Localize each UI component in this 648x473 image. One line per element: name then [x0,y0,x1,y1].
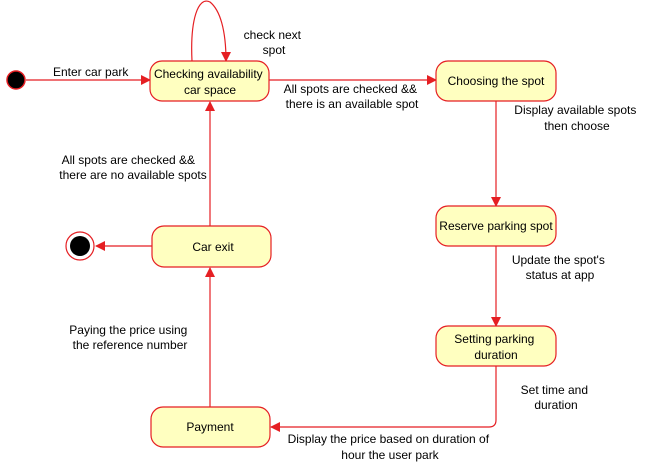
label-set-time: Set time and duration [521,383,592,412]
edge-self-loop [191,0,231,62]
label-no-spots-line-2: there are no available spots [59,168,206,182]
label-display-price-line-2: hour the user park [341,448,439,462]
state-payment: Payment [150,406,271,448]
label-self-loop-line-1: check next [244,28,302,42]
svg-text:Reserve parking spot: Reserve parking spot [439,219,553,233]
label-checked-available-line-2: there is an available spot [286,97,419,111]
state-setting-line-2: duration [474,348,517,362]
label-display-spots-line-2: then choose [544,119,610,133]
state-car-exit: Car exit [151,225,272,268]
label-self-loop-line-2: spot [263,43,286,57]
svg-text:Setting parking duration: Setting parking duration [454,332,537,362]
state-setting-line-1: Setting parking [454,332,534,346]
label-display-spots: Display available spots then choose [514,103,639,133]
state-choosing-line-1: Choosing the spot [448,74,545,88]
label-no-spots: All spots are checked && there are no av… [59,153,206,182]
final-node [65,231,95,261]
label-paying-line-2: the reference number [73,338,188,352]
state-reserve-parking-spot: Reserve parking spot [435,205,557,247]
svg-text:Choosing the spot: Choosing the spot [448,74,545,88]
state-checking-availability: Checking availability car space [149,60,270,102]
label-display-price: Display the price based on duration of h… [288,432,493,462]
state-car-exit-line-1: Car exit [192,240,234,254]
label-paying: Paying the price using the reference num… [69,323,190,352]
label-enter-line-1: Enter car park [53,65,129,79]
state-choosing-spot: Choosing the spot [435,60,557,102]
label-no-spots-line-1: All spots are checked && [62,153,195,167]
state-checking-line-1: Checking availability [154,67,263,81]
svg-text:Payment: Payment [186,420,234,434]
label-enter-car-park: Enter car park [53,65,129,79]
label-update-status-line-2: status at app [526,268,595,282]
label-checked-available-line-1: All spots are checked && [284,82,417,96]
label-set-time-line-2: duration [534,398,577,412]
label-update-status: Update the spot's status at app [512,253,608,282]
svg-text:Checking availability ca: Checking availability car space [154,67,266,97]
edge-setting-to-payment [270,366,497,432]
label-display-price-line-1: Display the price based on duration of [288,432,490,446]
label-self-loop: check next spot [244,28,305,57]
label-set-time-line-1: Set time and [521,383,588,397]
label-paying-line-1: Paying the price using [69,323,187,337]
label-display-spots-line-1: Display available spots [514,103,636,117]
label-checked-available: All spots are checked && there is an ava… [284,82,421,111]
label-update-status-line-1: Update the spot's [512,253,605,267]
svg-text:Car exit: Car exit [192,240,234,254]
state-setting-parking-duration: Setting parking duration [435,325,557,367]
state-checking-line-2: car space [184,83,236,97]
state-payment-line-1: Payment [186,420,234,434]
initial-node [6,70,26,90]
state-reserve-line-1: Reserve parking spot [439,219,553,233]
